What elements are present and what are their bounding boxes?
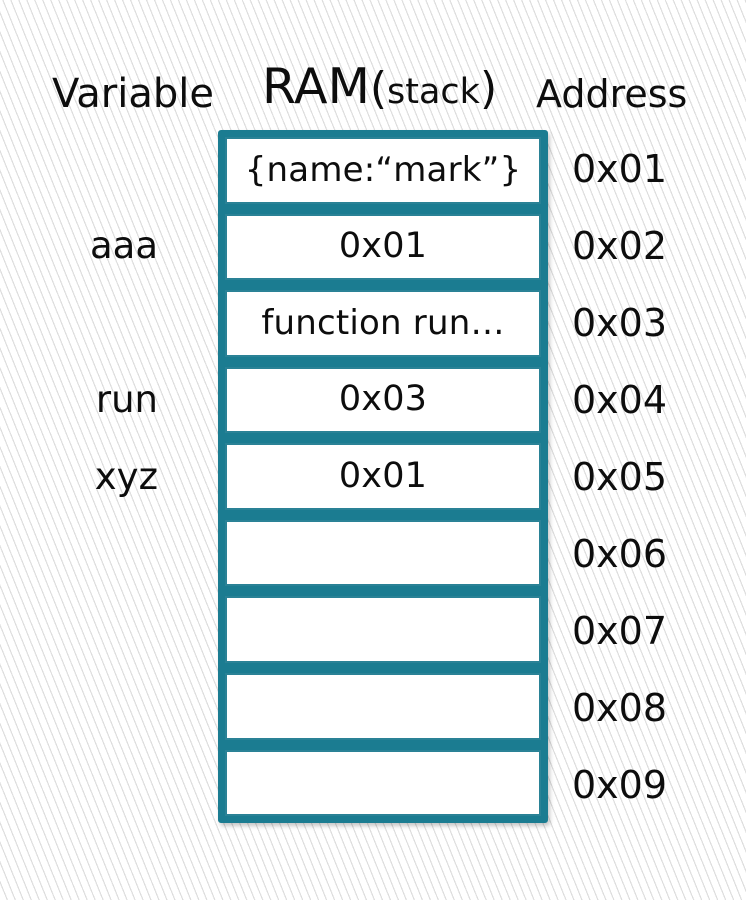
address-label: 0x08 [572,685,668,730]
address-cell: 0x07 [548,592,746,669]
header-variable: Variable [52,71,214,117]
address-cell: 0x05 [548,438,746,515]
variable-cell [0,284,200,361]
header-ram-paren-close: ) [479,63,498,114]
header-ram-paren-open: ( [369,63,388,114]
address-cell: 0x09 [548,746,746,823]
memory-cell-value: 0x03 [338,379,428,420]
header-ram-main: RAM [262,58,370,115]
variable-label: run [95,378,158,421]
address-label: 0x05 [572,454,668,499]
address-cell: 0x03 [548,284,746,361]
memory-cell-value: {name:“mark”} [244,150,522,191]
ram-stack-table: {name:“mark”} 0x01 function run… 0x03 0x… [218,130,548,823]
memory-cell [225,749,541,817]
memory-cell [225,596,541,663]
variable-cell: aaa [0,207,200,284]
variable-cell: xyz [0,438,200,515]
address-cell: 0x08 [548,669,746,746]
memory-cell: 0x03 [225,366,541,434]
variable-cell [0,130,200,207]
address-label: 0x02 [572,223,668,268]
memory-cell-value: function run… [261,303,505,344]
variable-label: aaa [89,224,158,267]
variable-column: aaa run xyz [0,130,200,823]
variable-cell [0,746,200,823]
address-label: 0x01 [572,146,668,191]
header-ram-stack: RAM(stack) [262,62,497,111]
variable-cell [0,592,200,669]
memory-cell-value: 0x01 [338,226,428,267]
variable-cell [0,669,200,746]
memory-cell [225,672,541,740]
header-ram-sub: stack [387,72,480,112]
address-label: 0x07 [572,608,668,653]
memory-cell [225,519,541,587]
header-address: Address [536,72,688,116]
address-column: 0x01 0x02 0x03 0x04 0x05 0x06 0x07 0x08 … [548,130,746,823]
memory-cell: function run… [225,290,541,357]
address-label: 0x04 [572,377,668,422]
memory-cell-value: 0x01 [338,456,428,497]
address-label: 0x03 [572,300,668,345]
memory-cell: 0x01 [225,443,541,510]
address-cell: 0x02 [548,207,746,284]
address-cell: 0x01 [548,130,746,207]
address-cell: 0x04 [548,361,746,438]
memory-cell: {name:“mark”} [225,137,541,204]
address-label: 0x06 [572,531,668,576]
memory-cell: 0x01 [225,213,541,281]
variable-cell: run [0,361,200,438]
address-label: 0x09 [572,762,668,807]
address-cell: 0x06 [548,515,746,592]
variable-cell [0,515,200,592]
variable-label: xyz [94,455,158,498]
